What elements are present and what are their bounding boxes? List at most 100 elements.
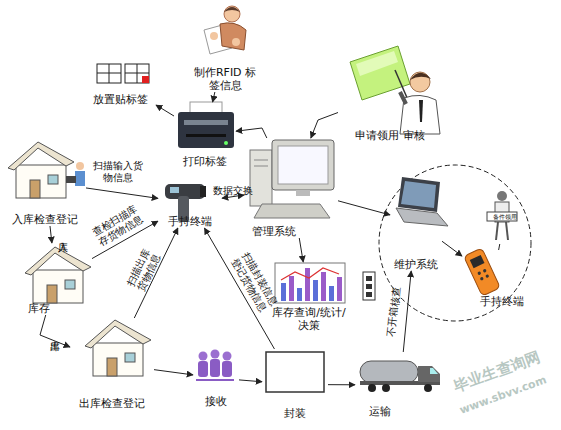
- bar-chart-icon: [305, 268, 310, 301]
- illustrated-node: 维护系统: [390, 173, 442, 271]
- person-figure: [400, 92, 406, 104]
- person-figure: [497, 191, 507, 201]
- node-label: 申请领用 审核: [355, 129, 425, 142]
- laptop-icon: [398, 177, 440, 212]
- label-sheet-icon: [109, 64, 110, 83]
- flow-arrow: [311, 113, 338, 139]
- flow-arrow: [239, 380, 262, 382]
- printer-icon: [186, 134, 226, 137]
- printer-icon: [178, 102, 234, 148]
- node-label: 接收: [205, 395, 227, 408]
- bar-chart-icon: [313, 280, 318, 301]
- flow-arrow: [222, 195, 244, 198]
- bar-chart-icon: [281, 268, 339, 280]
- warehouse-house: [8, 142, 74, 198]
- truck-icon: [382, 384, 390, 392]
- computer-icon: [272, 140, 334, 190]
- flow-arrow: [50, 226, 52, 243]
- warehouse-house: [107, 358, 117, 376]
- bar-chart-icon: [329, 286, 334, 301]
- illustrated-node: 库存: [20, 243, 92, 315]
- flow-arrow: [92, 221, 158, 258]
- warehouse-house: [47, 285, 57, 303]
- edge-label: 扫描封装信息 登记货物信息: [228, 249, 280, 315]
- tag-icon: [366, 276, 372, 281]
- people-group: [196, 379, 234, 381]
- illustrated-node: 管理系统: [244, 138, 338, 238]
- warehouse-house: [25, 247, 91, 303]
- node-label: 库存查询/统计/决策: [268, 306, 350, 332]
- illustrated-node: 出库检查登记: [70, 318, 154, 410]
- package-box: [266, 352, 324, 392]
- handheld-terminal: [480, 277, 484, 281]
- person-figure: [506, 222, 508, 240]
- people-group: [196, 350, 234, 381]
- person-figure: [410, 72, 430, 92]
- person-figure: [220, 23, 246, 50]
- dashed-boundary: [379, 165, 531, 321]
- handheld-terminal: [464, 248, 501, 296]
- illustrated-node: 备件领用: [486, 190, 524, 244]
- person-figure: [75, 171, 85, 186]
- warehouse-house: [85, 320, 151, 376]
- person-figure: [210, 32, 218, 40]
- node-label: 封装: [284, 407, 306, 420]
- bar-chart-icon: [297, 288, 302, 301]
- people-group: [211, 350, 220, 359]
- edge-label: 查检扫描库存货物信息: [89, 203, 146, 250]
- flow-arrow: [299, 238, 303, 262]
- person-figure: [487, 212, 517, 221]
- handheld-scanner: [170, 187, 179, 193]
- label-sheet-icon: [97, 64, 149, 83]
- label-sheet-icon: [137, 64, 138, 83]
- person-figure: [66, 176, 76, 183]
- tag-icon: [366, 284, 372, 289]
- flow-arrow: [338, 201, 390, 215]
- bar-chart-icon: [337, 277, 342, 301]
- truck-icon: [360, 361, 418, 383]
- node-label: 手持终端: [168, 215, 212, 228]
- handheld-terminal: [483, 269, 487, 273]
- watermark: 毕业生查询网: [451, 348, 542, 397]
- handheld-scanner: [200, 186, 206, 197]
- label-sheet-icon: [125, 64, 149, 83]
- flow-arrow: [154, 370, 193, 375]
- flow-arrow: [403, 271, 411, 352]
- truck-icon: [424, 384, 432, 392]
- bar-chart-icon: [275, 263, 345, 303]
- warehouse-house: [93, 343, 143, 376]
- laptop-icon: [401, 181, 436, 208]
- illustrated-node: 申请领用 审核: [338, 44, 442, 142]
- handheld-terminal: [470, 255, 485, 268]
- truck-icon: [430, 368, 438, 374]
- printer-icon: [224, 141, 228, 145]
- node-label: 制作RFID 标签信息: [192, 66, 258, 92]
- illustrated-node: 放置贴标签: [84, 60, 156, 106]
- illustrated-node: 制作RFID 标签信息: [192, 4, 258, 92]
- edge-label: 扫描输入货物信息: [93, 160, 143, 184]
- handheld-scanner: [178, 196, 189, 222]
- warehouse-house: [16, 165, 66, 198]
- edge-label: 扫描出库货物信息: [124, 245, 165, 295]
- node-label: 运输: [369, 405, 391, 418]
- computer-icon: [278, 146, 328, 184]
- label-sheet-icon: [142, 76, 149, 83]
- person-figure: [350, 46, 440, 134]
- flow-arrow: [499, 244, 500, 250]
- flow-arrow: [156, 105, 174, 116]
- illustrated-node: 运输: [355, 352, 445, 418]
- handheld-terminal: [477, 271, 481, 275]
- node-label: 打印标签: [183, 155, 227, 168]
- computer-icon: [254, 166, 268, 167]
- illustrated-node: 封装: [262, 349, 328, 420]
- connector-layer: [40, 92, 500, 385]
- illustrated-node: 入库检查登记: [4, 138, 86, 226]
- person-figure: [66, 162, 85, 186]
- computer-icon: [296, 190, 310, 196]
- person-figure: [224, 7, 240, 12]
- people-group: [199, 352, 208, 361]
- tag-icon: [366, 292, 372, 297]
- tag-icon: [363, 272, 375, 300]
